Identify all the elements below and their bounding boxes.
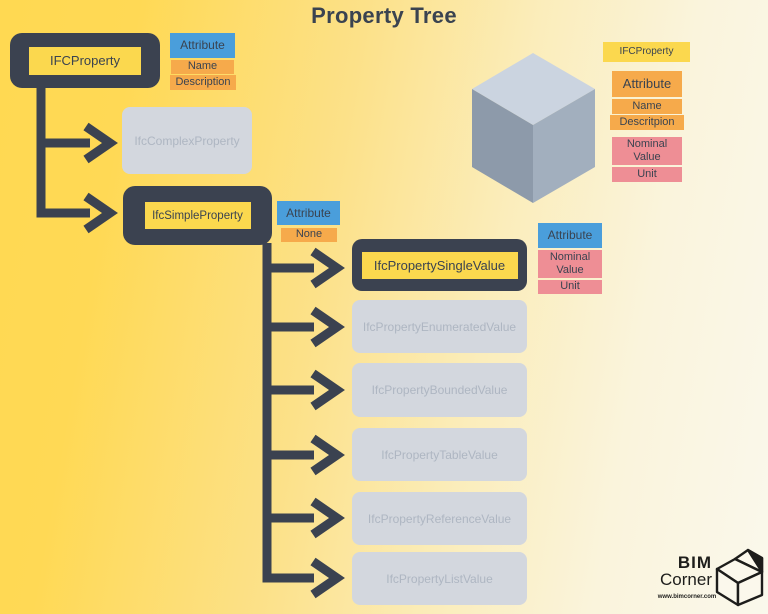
node-ifcpropertyenumeratedvalue: IfcPropertyEnumeratedValue: [352, 300, 527, 353]
cube-illustration: [472, 53, 595, 203]
node-ifcproperty: IFCProperty: [10, 33, 160, 88]
node-ifcpropertytablevalue: IfcPropertyTableValue: [352, 428, 527, 481]
node-ifcpropertysinglevalue: IfcPropertySingleValue: [352, 239, 527, 291]
node-ifcproperty-label: IFCProperty: [29, 46, 141, 75]
logo-text-corner: Corner: [660, 570, 712, 589]
legend-unit: Unit: [612, 167, 682, 182]
root-attribute-name: Name: [171, 60, 234, 74]
bim-corner-logo: BIM Corner www.bimcorner.com: [654, 546, 766, 610]
legend-ifcproperty: IFCProperty: [603, 42, 690, 62]
node-ifcpropertyreferencevalue: IfcPropertyReferenceValue: [352, 492, 527, 545]
node-ifcpropertylistvalue: IfcPropertyListValue: [352, 552, 527, 605]
logo-url: www.bimcorner.com: [657, 594, 717, 600]
legend-name: Name: [612, 99, 682, 114]
simple-attribute-header: Attribute: [277, 201, 340, 225]
root-attribute-description: Description: [170, 75, 236, 90]
single-attribute-unit: Unit: [538, 280, 602, 294]
legend-description: Descritpion: [610, 115, 684, 130]
logo-text-bim: BIM: [677, 553, 712, 572]
legend-attribute: Attribute: [612, 71, 682, 97]
node-ifccomplexproperty: IfcComplexProperty: [122, 107, 252, 174]
page-title: Property Tree: [311, 3, 457, 28]
node-ifcpropertyboundedvalue: IfcPropertyBoundedValue: [352, 363, 527, 417]
root-attribute-header: Attribute: [170, 33, 235, 58]
node-ifcsimpleproperty-label: IfcSimpleProperty: [144, 202, 251, 229]
single-attribute-nominal-value: Nominal Value: [538, 250, 602, 278]
legend-nominal-value: Nominal Value: [612, 137, 682, 165]
node-ifcpropertysinglevalue-label: IfcPropertySingleValue: [361, 251, 518, 279]
single-attribute-header: Attribute: [538, 223, 602, 248]
node-ifcsimpleproperty: IfcSimpleProperty: [123, 186, 272, 245]
simple-attribute-none: None: [281, 228, 337, 242]
open-box-icon: [712, 547, 766, 607]
